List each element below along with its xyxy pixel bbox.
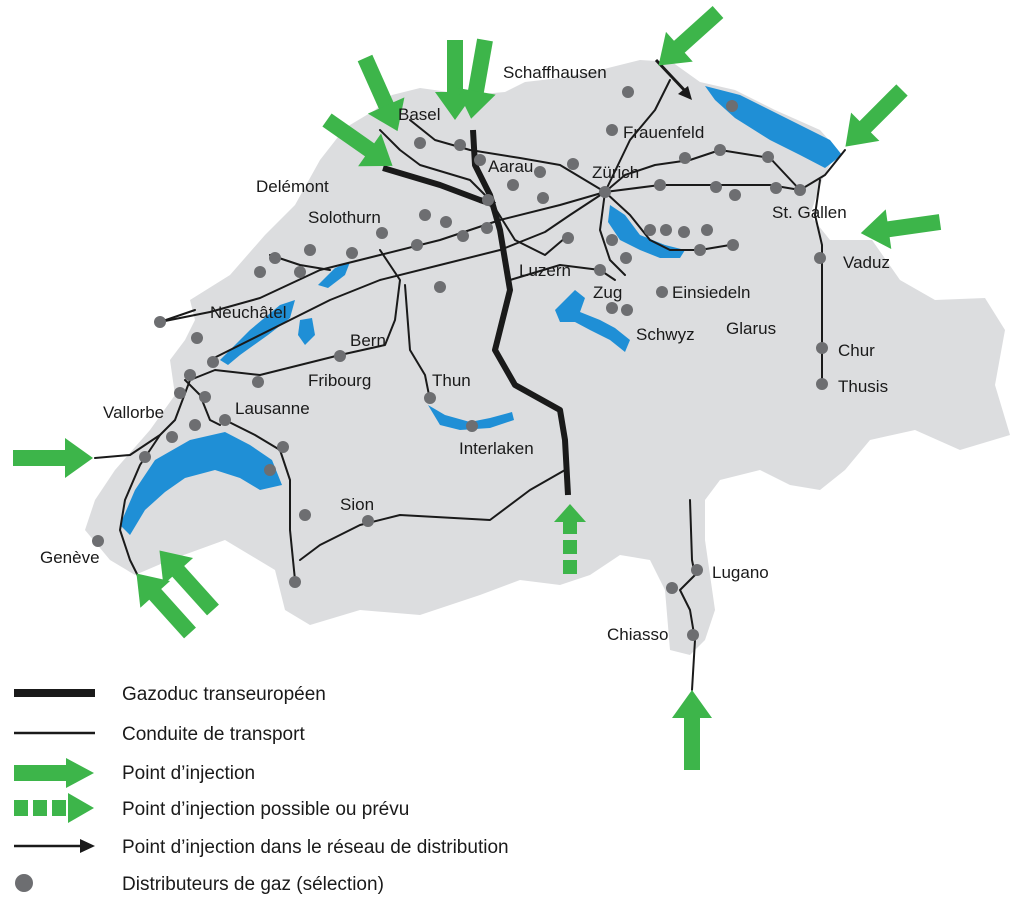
label-chiasso: Chiasso xyxy=(607,625,668,644)
legend: Gazoduc transeuropéen Conduite de transp… xyxy=(14,684,509,895)
injection-arrow-stgallen xyxy=(831,75,917,161)
label-sion: Sion xyxy=(340,495,374,514)
injection-arrow-chiasso xyxy=(672,690,712,770)
label-delemont: Delémont xyxy=(256,177,329,196)
legend-label-injection-possible: Point d’injection possible ou prévu xyxy=(122,799,409,820)
lake-biel xyxy=(318,262,350,288)
lake-murten xyxy=(298,318,315,345)
lake-constance xyxy=(705,86,842,168)
label-luzern: Luzern xyxy=(519,261,571,280)
label-bern: Bern xyxy=(350,331,386,350)
label-vallorbe: Vallorbe xyxy=(103,403,164,422)
legend-symbol-injection xyxy=(14,758,94,788)
lake-geneva xyxy=(120,432,282,535)
legend-symbol-injection-distribution xyxy=(14,839,95,853)
lake-zurich xyxy=(608,205,685,258)
label-aarau: Aarau xyxy=(488,157,533,176)
legend-label-transport: Conduite de transport xyxy=(122,724,305,745)
legend-label-transeuropean: Gazoduc transeuropéen xyxy=(122,684,326,705)
city-labels: Schaffhausen Basel Frauenfeld Aarau Züri… xyxy=(40,63,890,644)
label-schwyz: Schwyz xyxy=(636,325,695,344)
label-interlaken: Interlaken xyxy=(459,439,534,458)
label-glarus: Glarus xyxy=(726,319,776,338)
legend-label-injection: Point d’injection xyxy=(122,763,255,784)
legend-label-distributors: Distributeurs de gaz (sélection) xyxy=(122,874,384,895)
gas-distributors xyxy=(92,86,828,641)
label-lausanne: Lausanne xyxy=(235,399,310,418)
label-thusis: Thusis xyxy=(838,377,888,396)
lake-thun xyxy=(428,405,514,430)
label-schaffhausen: Schaffhausen xyxy=(503,63,607,82)
label-einsiedeln: Einsiedeln xyxy=(672,283,750,302)
label-geneve: Genève xyxy=(40,548,100,567)
legend-label-injection-distribution: Point d’injection dans le réseau de dist… xyxy=(122,837,509,858)
legend-symbol-injection-possible xyxy=(14,793,94,823)
possible-injection-arrow xyxy=(554,504,586,574)
label-stgallen: St. Gallen xyxy=(772,203,847,222)
switzerland-territory xyxy=(85,60,1010,655)
lake-lucerne xyxy=(555,290,630,352)
label-fribourg: Fribourg xyxy=(308,371,371,390)
label-chur: Chur xyxy=(838,341,875,360)
lake-neuchatel xyxy=(220,300,295,365)
legend-symbol-distributor xyxy=(15,874,33,892)
label-frauenfeld: Frauenfeld xyxy=(623,123,704,142)
label-lugano: Lugano xyxy=(712,563,769,582)
label-basel: Basel xyxy=(398,105,441,124)
label-vaduz: Vaduz xyxy=(843,253,890,272)
label-neuchatel: Neuchâtel xyxy=(210,303,287,322)
label-solothurn: Solothurn xyxy=(308,208,381,227)
injection-arrow-geneva-west xyxy=(13,438,93,478)
lakes xyxy=(120,86,842,535)
label-zug: Zug xyxy=(593,283,622,302)
label-zurich: Zürich xyxy=(592,163,639,182)
label-thun: Thun xyxy=(432,371,471,390)
distribution-injection-arrow xyxy=(654,58,692,100)
